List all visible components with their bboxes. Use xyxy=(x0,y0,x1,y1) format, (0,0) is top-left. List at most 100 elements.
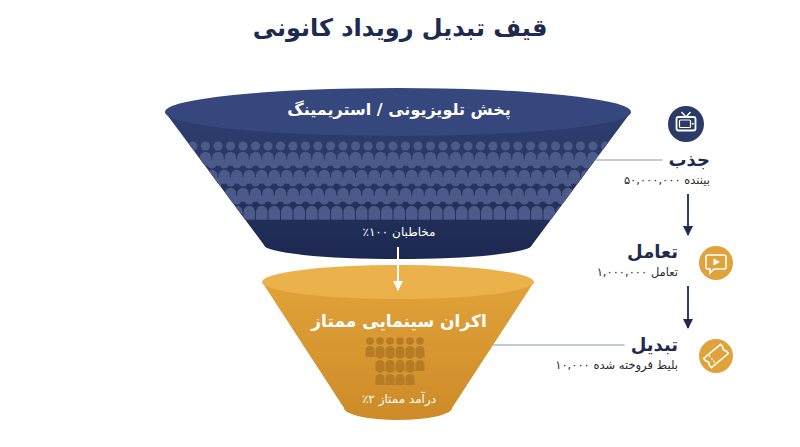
person-head xyxy=(388,141,397,150)
person-head xyxy=(257,195,266,204)
person-head xyxy=(376,177,385,186)
audience-crowd xyxy=(162,141,630,219)
person-head xyxy=(295,195,304,204)
person-head xyxy=(551,141,560,150)
leader-line xyxy=(595,159,662,160)
person-head xyxy=(376,141,385,150)
person-body xyxy=(256,206,268,220)
person-body xyxy=(581,170,593,184)
person-body xyxy=(169,170,181,184)
person-head xyxy=(338,141,347,150)
person-body xyxy=(187,152,199,166)
person-head xyxy=(532,195,541,204)
person-head xyxy=(238,141,247,150)
person-head xyxy=(201,141,210,150)
person-body xyxy=(381,206,393,220)
person-head xyxy=(282,159,291,168)
person-body xyxy=(600,152,612,166)
person-body xyxy=(331,206,343,220)
person-head xyxy=(420,159,429,168)
person-head xyxy=(401,141,410,150)
ticket-perforation xyxy=(709,355,715,363)
person-body xyxy=(396,374,405,385)
tv-icon xyxy=(668,106,704,142)
person-head xyxy=(413,177,422,186)
person-body xyxy=(194,170,206,184)
person-body xyxy=(194,206,206,220)
person-head xyxy=(326,177,335,186)
tv-screen xyxy=(680,120,691,128)
person-head xyxy=(507,195,516,204)
person-head xyxy=(495,159,504,168)
person-head xyxy=(563,177,572,186)
tv-frame xyxy=(677,117,696,131)
person-body xyxy=(231,206,243,220)
person-body xyxy=(612,152,624,166)
person-head xyxy=(576,177,585,186)
person-head xyxy=(595,159,604,168)
person-head xyxy=(207,159,216,168)
person-body xyxy=(594,170,606,184)
person-head xyxy=(326,141,335,150)
person-head xyxy=(545,159,554,168)
person-head xyxy=(395,159,404,168)
person-head xyxy=(263,177,272,186)
person-head xyxy=(482,195,491,204)
person-head xyxy=(270,195,279,204)
person-head xyxy=(170,195,179,204)
person-head xyxy=(351,177,360,186)
person-head xyxy=(232,195,241,204)
person-head xyxy=(201,177,210,186)
person-head xyxy=(332,195,341,204)
person-head xyxy=(386,351,394,359)
person-body xyxy=(344,206,356,220)
person-body xyxy=(619,206,631,220)
person-head xyxy=(263,141,272,150)
stage-label: تعامل۱,۰۰۰,۰۰۰ تعامل xyxy=(597,240,694,281)
person-head xyxy=(351,141,360,150)
person-head xyxy=(213,177,222,186)
person-head xyxy=(588,177,597,186)
person-head xyxy=(332,159,341,168)
play-symbol xyxy=(714,259,721,266)
person-body xyxy=(587,188,599,202)
person-head xyxy=(513,141,522,150)
tv-knob xyxy=(692,123,694,125)
ticket-icon xyxy=(699,339,733,373)
person-head xyxy=(601,177,610,186)
person-head xyxy=(163,177,172,186)
person-head xyxy=(320,159,329,168)
person-head xyxy=(445,195,454,204)
person-body xyxy=(544,206,556,220)
person-head xyxy=(406,337,414,345)
person-body xyxy=(444,206,456,220)
person-head xyxy=(457,195,466,204)
person-head xyxy=(595,195,604,204)
person-body xyxy=(175,188,187,202)
person-body xyxy=(162,188,174,202)
person-head xyxy=(532,159,541,168)
person-head xyxy=(438,141,447,150)
person-head xyxy=(386,365,394,373)
person-body xyxy=(181,170,193,184)
person-head xyxy=(395,195,404,204)
person-head xyxy=(257,159,266,168)
person-head xyxy=(195,195,204,204)
stage-title: اکران سینمایی ممتاز xyxy=(258,309,540,333)
person-body xyxy=(456,206,468,220)
person-head xyxy=(396,337,404,345)
person-body xyxy=(606,206,618,220)
person-head xyxy=(276,141,285,150)
person-head xyxy=(345,159,354,168)
engagement-icon xyxy=(699,246,733,280)
funnel-stage: اکران سینمایی ممتاز٪۲ درآمد ممتاز xyxy=(258,264,540,424)
person-head xyxy=(363,141,372,150)
person-head xyxy=(495,195,504,204)
audience-crowd xyxy=(366,337,425,385)
person-head xyxy=(407,195,416,204)
person-body xyxy=(169,206,181,220)
person-head xyxy=(251,177,260,186)
person-head xyxy=(470,159,479,168)
person-head xyxy=(545,195,554,204)
person-head xyxy=(245,195,254,204)
